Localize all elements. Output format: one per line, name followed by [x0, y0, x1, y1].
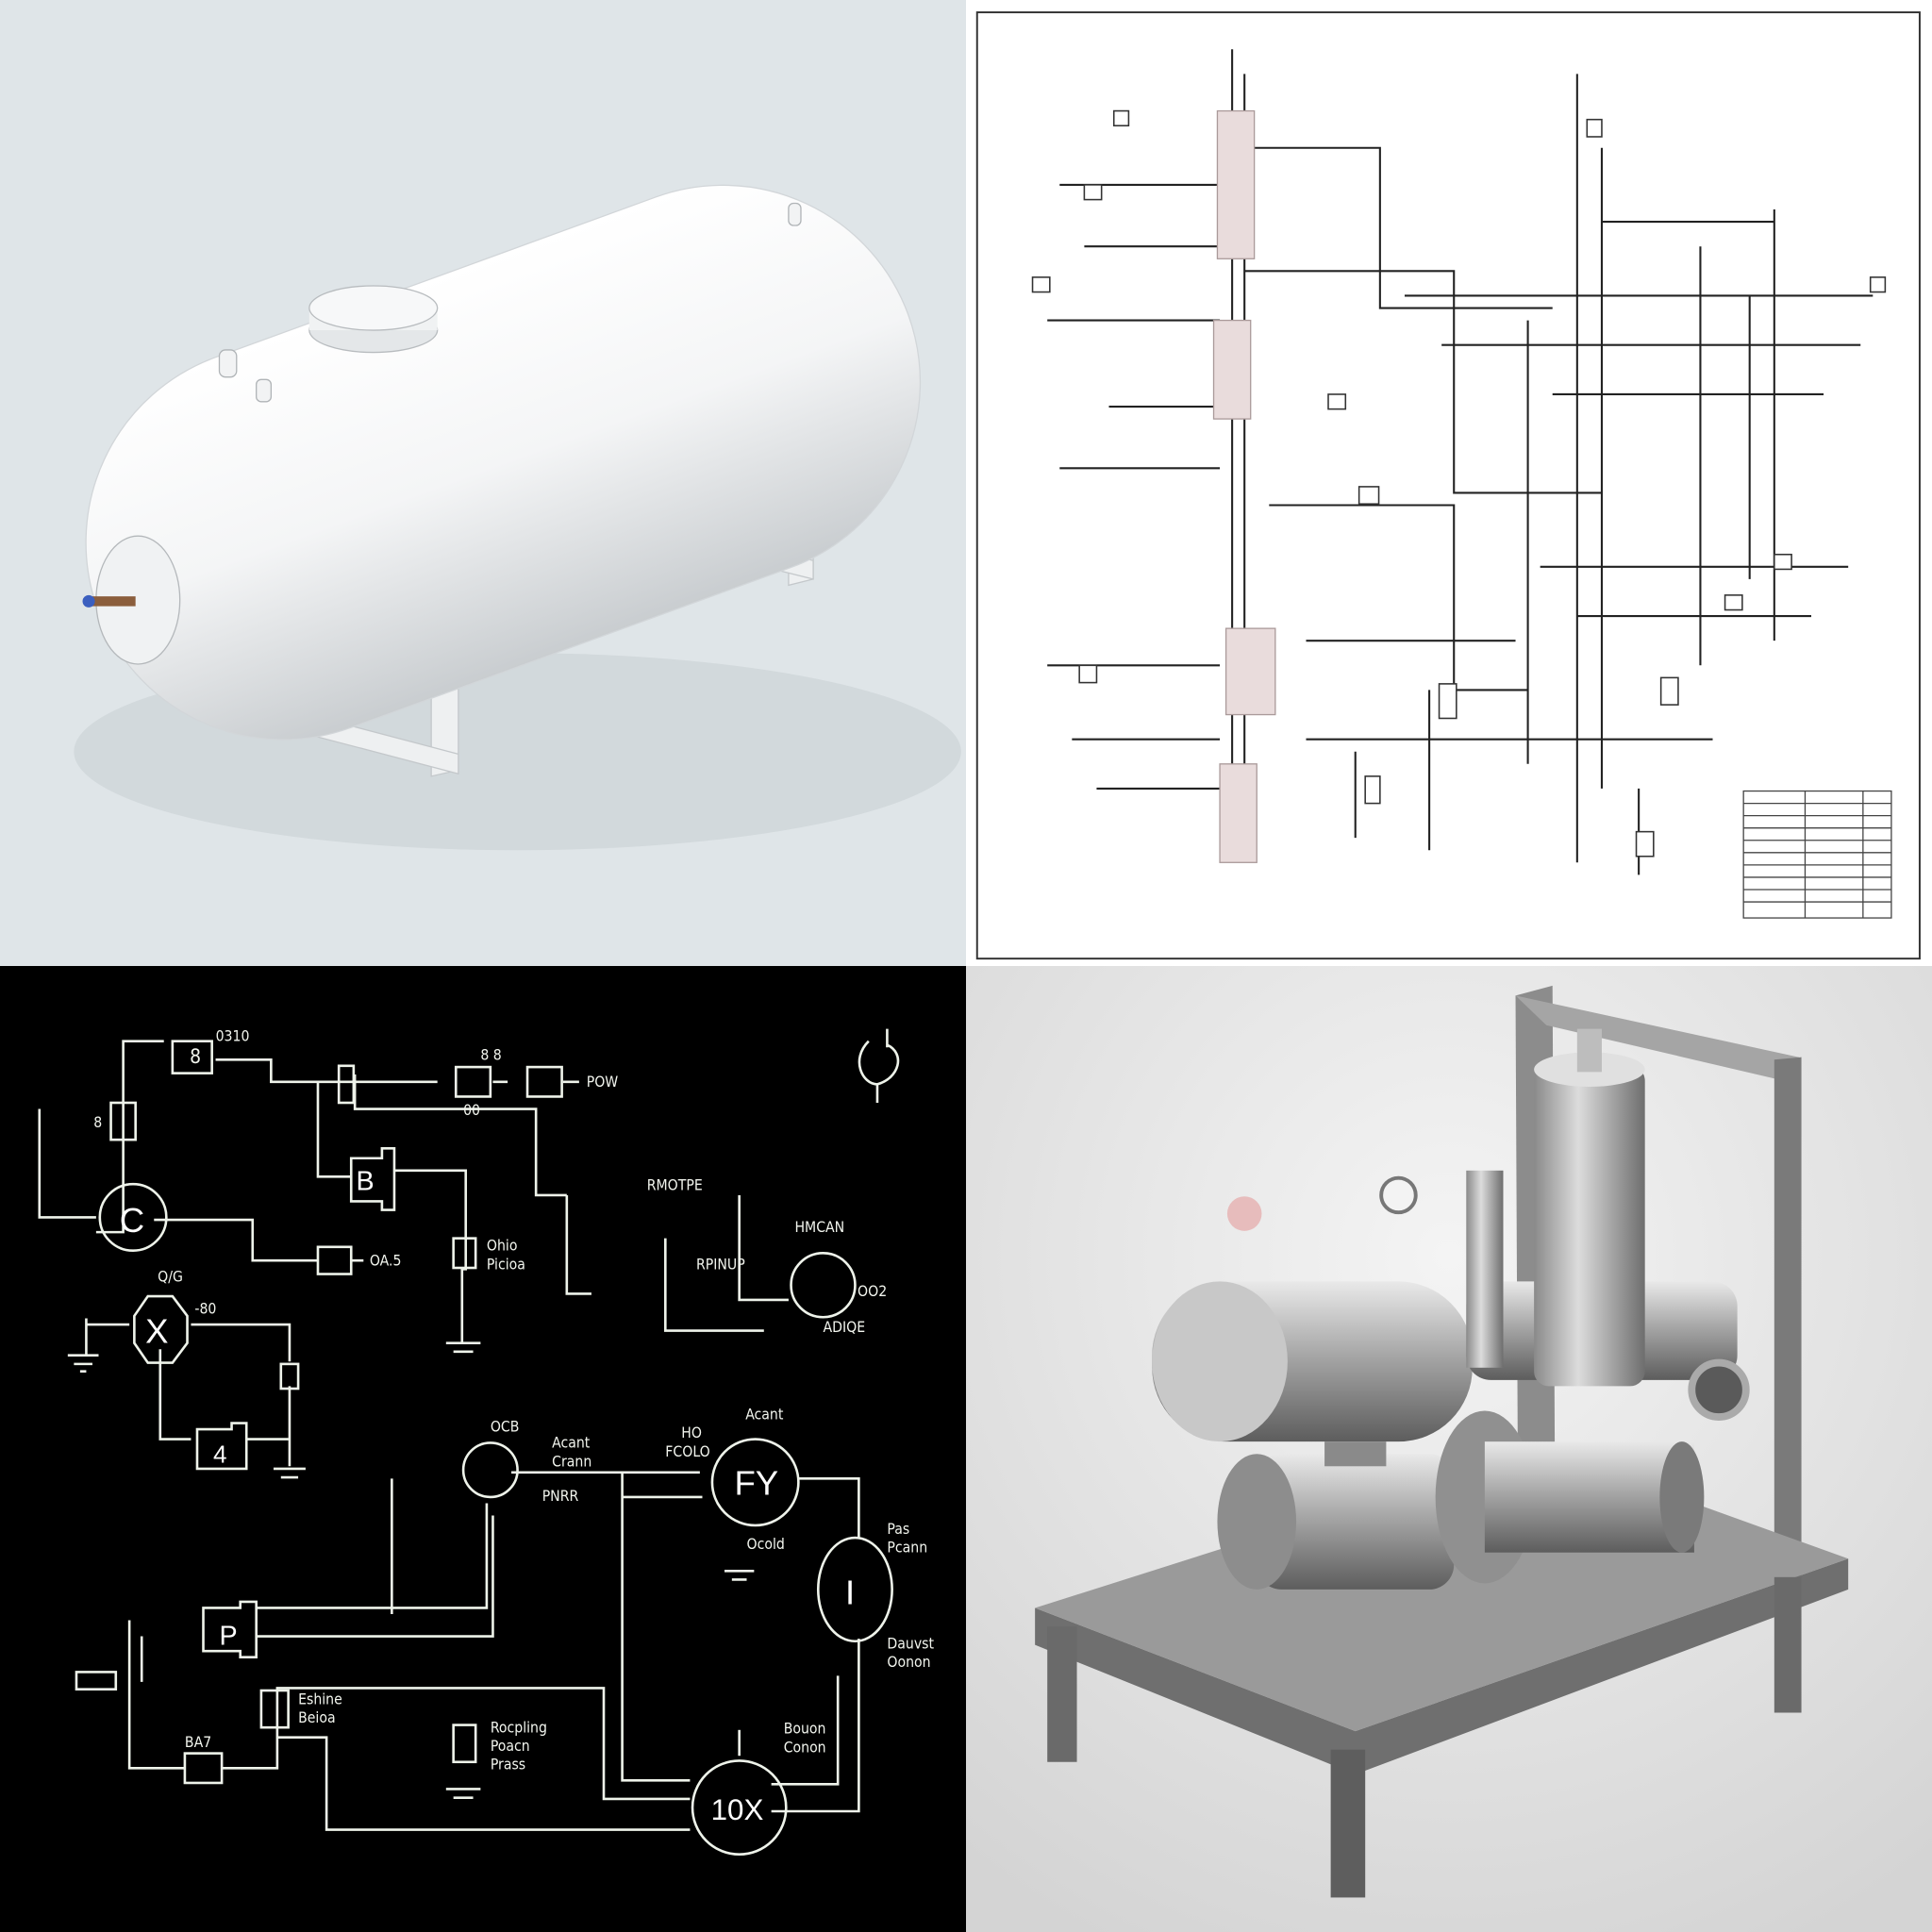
drawing-border — [975, 11, 1921, 960]
legend-table — [1742, 790, 1892, 919]
lifting-lugs — [218, 202, 802, 403]
block-8 — [171, 1040, 213, 1074]
block-4-shape — [195, 1422, 248, 1471]
label-4: 4 — [213, 1440, 227, 1468]
pump-render-panel — [966, 966, 1932, 1932]
schematic-label: 0310 — [216, 1027, 250, 1045]
pressure-gauge — [1379, 1175, 1418, 1215]
schematic-label: Eshine — [298, 1690, 342, 1707]
schematic-label: Poacn — [491, 1737, 530, 1755]
schematic-label: Rocpling — [491, 1718, 547, 1736]
label-x: X — [145, 1312, 168, 1351]
label-b: B — [356, 1167, 374, 1197]
schematic-label: 8 8 — [480, 1045, 501, 1063]
schematic-label: RPINUP — [696, 1255, 745, 1273]
ground-symbols — [67, 1341, 755, 1799]
schematic-label: BA7 — [185, 1733, 211, 1751]
schematic-label: Ohio — [487, 1237, 518, 1255]
vertical-column — [1379, 1028, 1645, 1387]
motor-c — [98, 1182, 168, 1253]
block-x-shape — [133, 1294, 189, 1364]
electric-motor — [1217, 1441, 1455, 1590]
label-i: I — [845, 1574, 855, 1612]
schematic-label: 8 — [93, 1113, 102, 1131]
equipment-cluster — [1212, 109, 1276, 863]
schematic-label: Crann — [552, 1452, 591, 1470]
schematic-panel: C 8 B X 4 P FY I 10X 0310 POW 00 8 8 8 O… — [0, 966, 966, 1932]
schematic-label: 00 — [463, 1101, 480, 1119]
schematic-label: FCOLO — [665, 1442, 709, 1460]
schematic-label: Picioa — [487, 1255, 525, 1273]
label-fy: FY — [734, 1463, 778, 1502]
schematic-symbols — [67, 1028, 900, 1857]
schematic-label: Beioa — [298, 1708, 336, 1726]
schematic-label: HO — [681, 1424, 702, 1441]
schematic-label: Acant — [745, 1406, 784, 1424]
schematic-label: Q/G — [158, 1267, 183, 1285]
end-flange — [82, 535, 181, 665]
schematic-label: Pas — [887, 1520, 909, 1538]
schematic-label: HMCAN — [794, 1218, 844, 1236]
schematic-label: Prass — [491, 1756, 525, 1774]
schematic-label: Ocold — [747, 1535, 785, 1553]
schematic-label: Pcann — [887, 1539, 927, 1557]
schematic-label: OO2 — [858, 1282, 887, 1300]
label-10x: 10X — [711, 1793, 764, 1826]
circle-i — [816, 1536, 893, 1643]
instrument-boxes — [1031, 109, 1887, 858]
label-8: 8 — [190, 1045, 201, 1068]
label-c: C — [120, 1201, 144, 1240]
schematic-label: Bouon — [784, 1720, 826, 1738]
schematic-label: -80 — [194, 1299, 216, 1317]
label-p: P — [219, 1622, 237, 1652]
schematic-label: PNRR — [542, 1487, 579, 1505]
circle-top-right — [790, 1252, 857, 1319]
red-gauge — [1226, 1196, 1262, 1231]
valve-circle — [461, 1441, 519, 1499]
schematic-label: Acant — [552, 1434, 591, 1452]
tank-render-panel — [0, 0, 966, 966]
block-p-shape — [202, 1600, 258, 1659]
top-manway — [308, 285, 439, 354]
pid-drawing-panel — [966, 0, 1932, 966]
schematic-label: OA.5 — [370, 1251, 402, 1269]
schematic-label: ADIQE — [823, 1318, 865, 1336]
circle-10x — [691, 1759, 788, 1857]
schematic-label: OCB — [491, 1418, 520, 1436]
block-b-shape — [349, 1147, 396, 1211]
pump-casing — [1435, 1410, 1705, 1584]
valve-symbol — [858, 1028, 900, 1103]
schematic-labels: C 8 B X 4 P FY I 10X 0310 POW 00 8 8 8 O… — [93, 1027, 934, 1826]
circle-fy — [710, 1438, 800, 1527]
schematic-label: RMOTPE — [647, 1176, 703, 1194]
schematic-label: POW — [587, 1073, 619, 1091]
schematic-label: Conon — [784, 1738, 826, 1756]
schematic-label: Oonon — [887, 1653, 930, 1671]
schematic-label: Dauvst — [887, 1635, 934, 1653]
